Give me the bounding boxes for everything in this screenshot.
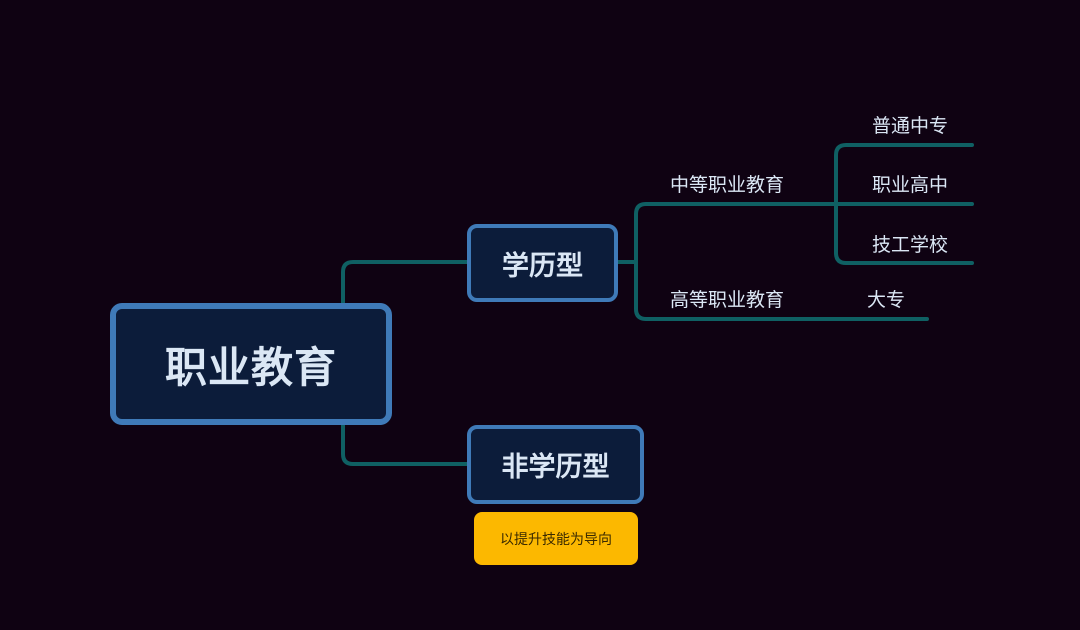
leaf-junior-college[interactable]: 大专 [867,289,906,311]
note-callout[interactable]: 以提升技能为导向 [474,512,638,565]
connector-secondary-technical [834,202,974,265]
connector-degree-secondary [634,202,838,264]
root-node[interactable]: 职业教育 [110,303,392,425]
branch-node-degree[interactable]: 学历型 [467,224,618,302]
leaf-vocational-high[interactable]: 职业高中 [872,174,949,196]
connector-root-nondegree [341,423,469,466]
connector-root-degree [341,260,469,305]
topic-secondary-vocational[interactable]: 中等职业教育 [670,174,785,196]
branch-node-label: 非学历型 [501,452,610,483]
branch-node-non-degree[interactable]: 非学历型 [467,425,644,504]
root-node-label: 职业教育 [164,342,337,392]
branch-node-label: 学历型 [502,250,583,282]
leaf-ordinary-secondary[interactable]: 普通中专 [872,115,949,137]
connector-degree-higher [634,260,929,321]
leaf-technical-school[interactable]: 技工学校 [872,234,949,256]
note-text: 以提升技能为导向 [500,531,612,548]
topic-higher-vocational[interactable]: 高等职业教育 [670,289,785,311]
connector-secondary-ordinary [834,143,974,206]
